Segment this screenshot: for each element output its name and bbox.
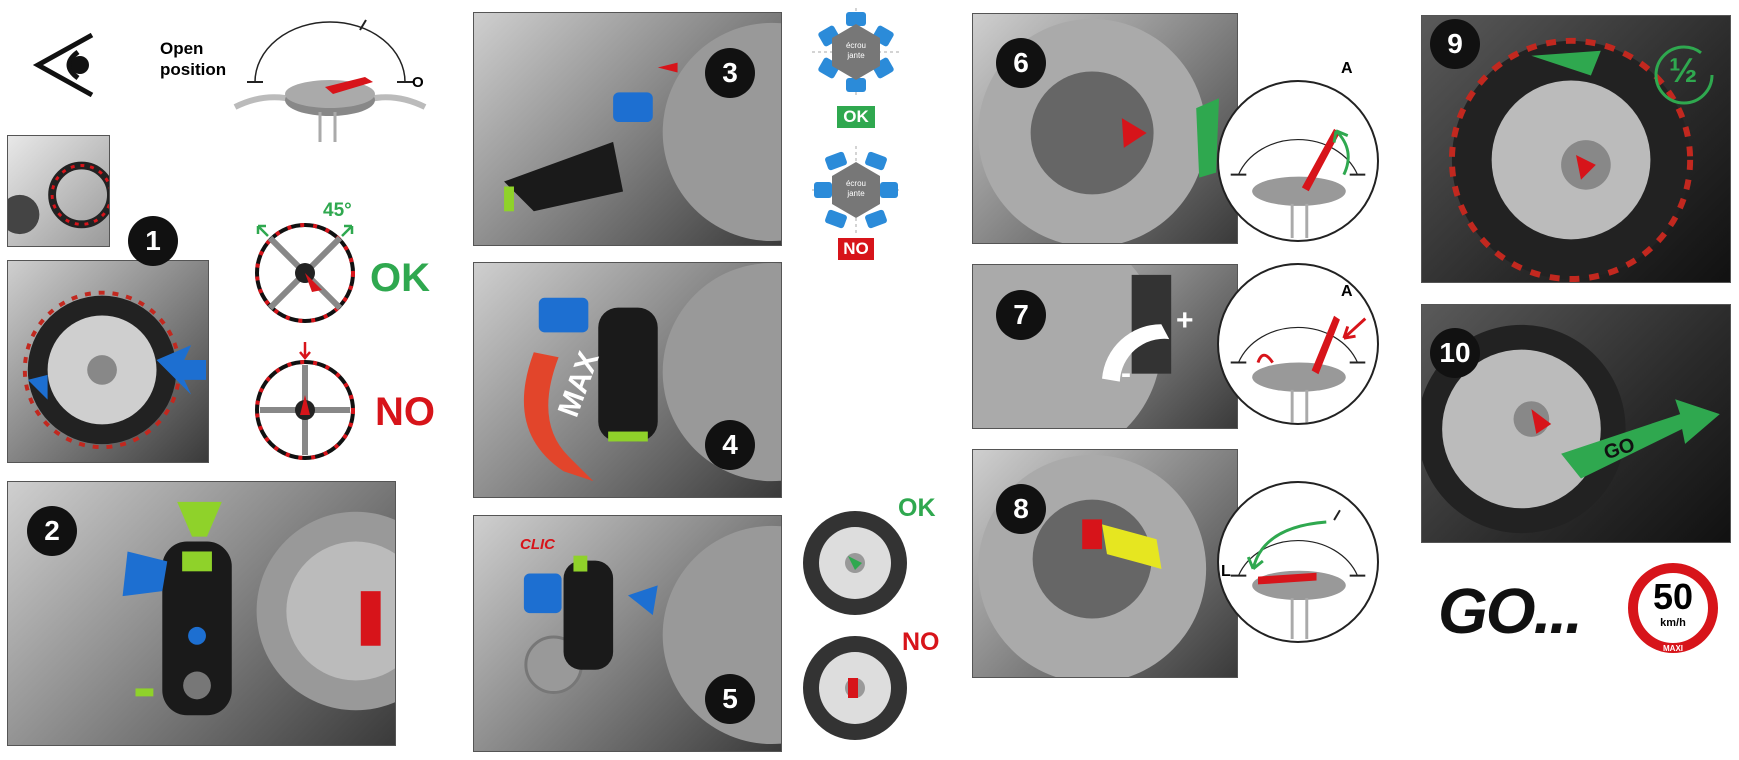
step-7-detail-diagram	[1217, 263, 1379, 425]
nut-ok-line1: écrou	[845, 41, 866, 50]
step-7-badge: 7	[996, 290, 1046, 340]
step-10-photo	[1421, 304, 1731, 543]
step-8-badge: 8	[996, 484, 1046, 534]
step-1-photo	[7, 260, 209, 463]
step-8-l-label: L	[1221, 563, 1231, 580]
step-7-a-label: A	[1341, 283, 1353, 300]
step-4-photo	[473, 262, 782, 498]
eye-icon	[32, 32, 94, 98]
go-text: GO...	[1438, 575, 1583, 647]
wheel-no-label: NO	[902, 628, 940, 656]
speed-limit-sign: 50 km/h	[1628, 563, 1718, 653]
nut-no-tag: NO	[838, 238, 874, 260]
step-9-badge: 9	[1430, 19, 1480, 69]
speed-limit-note: MAXI	[1663, 644, 1683, 653]
nut-no-line2: jante	[847, 189, 865, 198]
step-7-plus-label: +	[1176, 304, 1194, 337]
step-10-badge: 10	[1430, 328, 1480, 378]
step-7-minus-label: -	[1121, 357, 1131, 390]
rotation-half-icon	[1654, 45, 1714, 105]
step-8-detail-diagram	[1217, 481, 1379, 643]
step-5-badge: 5	[705, 674, 755, 724]
speed-limit-value: 50	[1652, 576, 1694, 617]
wheel-ok-diagram	[803, 511, 907, 615]
step-1-badge: 1	[128, 216, 178, 266]
nut-ok-line2: jante	[847, 51, 865, 60]
nut-ok-tag: OK	[837, 106, 875, 128]
step-8-photo	[972, 449, 1238, 678]
open-position-diagram	[233, 19, 427, 142]
angle-ok-diagram	[255, 223, 355, 323]
zero-position-label: O	[412, 74, 424, 91]
angle-no-diagram	[255, 342, 355, 460]
step-2-badge: 2	[27, 506, 77, 556]
angle-no-label: NO	[375, 390, 435, 434]
step-5-clic-label: CLIC	[520, 536, 555, 553]
step-6-detail-diagram	[1217, 80, 1379, 242]
rotation-half-label: ½	[1669, 52, 1698, 90]
speed-limit-unit: km/h	[1660, 617, 1686, 629]
nut-ok-diagram	[812, 8, 900, 96]
nut-ok-text: écrou jante	[836, 41, 876, 61]
open-position-line2: position	[160, 60, 227, 79]
nut-no-diagram	[812, 146, 900, 234]
open-position-label: Open position	[160, 38, 226, 80]
step-6-badge: 6	[996, 38, 1046, 88]
step-3-photo	[473, 12, 782, 246]
car-thumbnail-photo	[7, 135, 110, 247]
step-4-badge: 4	[705, 420, 755, 470]
step-7-photo	[972, 264, 1238, 429]
nut-no-line1: écrou	[845, 179, 866, 188]
angle-ok-label: OK	[370, 256, 430, 300]
wheel-no-diagram	[803, 636, 907, 740]
wheel-ok-label: OK	[898, 494, 936, 522]
open-position-line1: Open	[160, 39, 204, 58]
angle-degrees-label: 45°	[323, 200, 352, 221]
nut-no-text: écrou jante	[836, 179, 876, 199]
step-6-a-label: A	[1341, 60, 1353, 77]
step-3-badge: 3	[705, 48, 755, 98]
